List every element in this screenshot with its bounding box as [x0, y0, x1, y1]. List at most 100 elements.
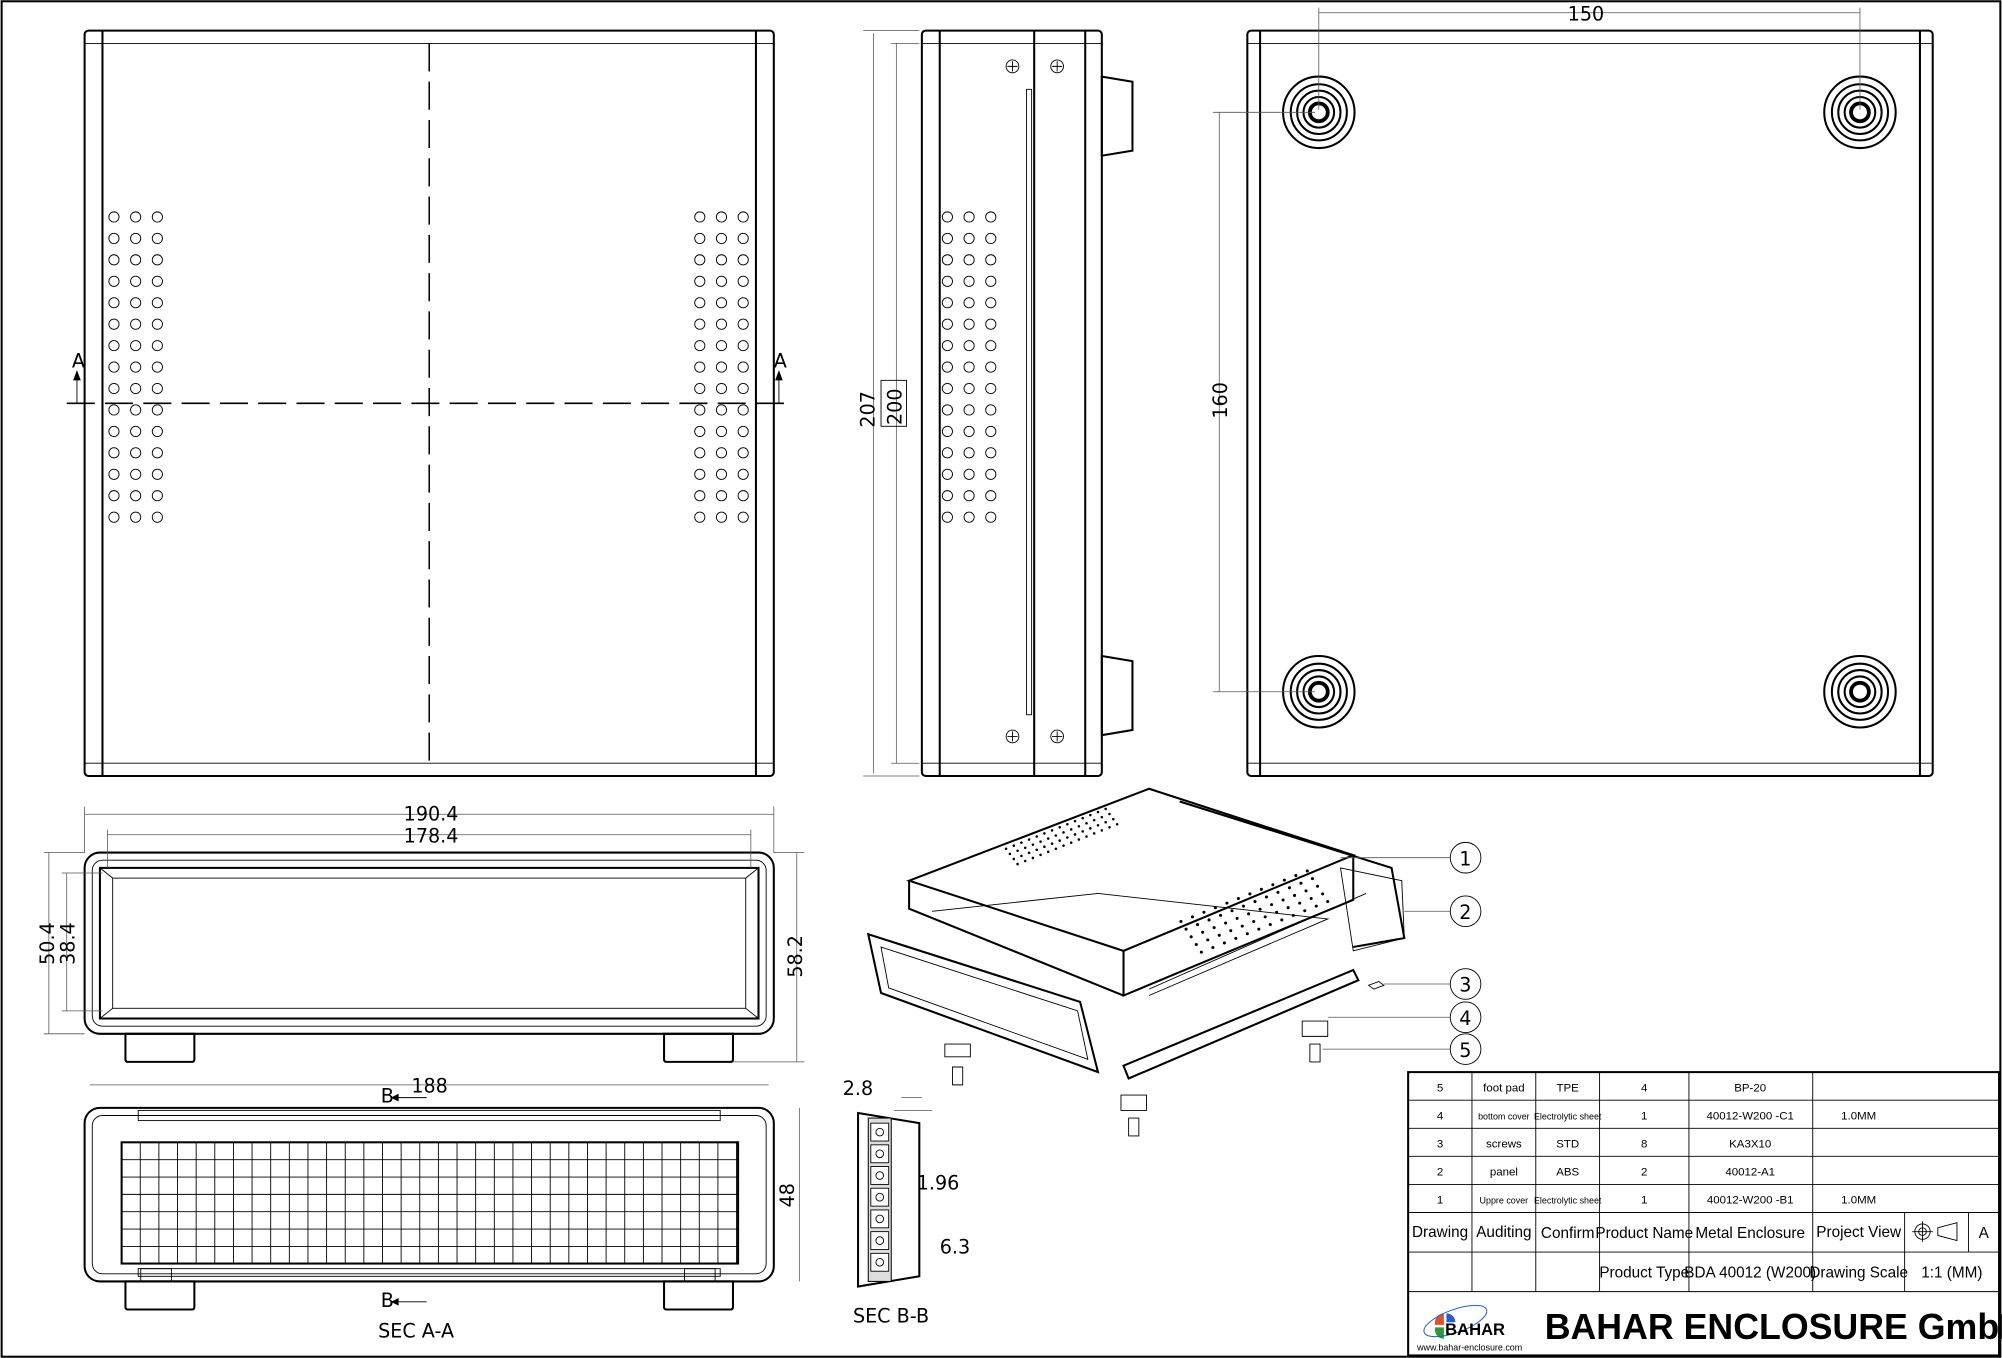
vent-hole: [941, 275, 953, 287]
vent-hole: [694, 490, 706, 502]
bom-cell-qty: 2: [1641, 1166, 1647, 1178]
vent-hole: [963, 340, 975, 352]
vent-hole: [715, 318, 728, 330]
product-name: Metal Enclosure: [1695, 1225, 1805, 1242]
vent-hole: [963, 232, 975, 244]
bom-cell-material: Electrolytic sheet: [1534, 1196, 1602, 1206]
bom-cell-name: bottom cover: [1478, 1111, 1530, 1121]
vent-hole: [151, 511, 163, 523]
bom-cell-name: panel: [1490, 1166, 1518, 1178]
vent-hole: [130, 232, 142, 244]
vent-hole: [941, 511, 953, 523]
vent-hole: [985, 468, 997, 480]
vent-hole: [151, 340, 163, 352]
vent-hole: [130, 425, 142, 437]
dim-48: 48: [776, 1183, 799, 1207]
vent-hole: [694, 297, 706, 309]
bom-cell-name: screws: [1486, 1138, 1522, 1150]
vent-hole: [737, 275, 749, 287]
vent-hole: [985, 275, 997, 287]
section-mark-right: A: [774, 350, 787, 373]
vent-hole: [130, 490, 142, 502]
section-b-b: 2.8 1.96 6.3 SEC B-B: [843, 1077, 970, 1327]
vent-holes-left: [108, 211, 163, 523]
dim-6-3: 6.3: [940, 1235, 970, 1258]
dim-2-8: 2.8: [843, 1077, 873, 1100]
vent-hole: [985, 404, 997, 416]
callout-5: 5: [1449, 1033, 1482, 1065]
vent-hole: [715, 447, 728, 459]
vent-hole: [694, 468, 706, 480]
vent-hole: [151, 361, 163, 373]
vent-hole: [963, 425, 975, 437]
vent-hole: [694, 447, 706, 459]
vent-hole: [941, 297, 953, 309]
svg-text:1: 1: [1459, 847, 1471, 870]
vent-hole: [108, 254, 120, 266]
vent-hole: [715, 275, 728, 287]
vent-hole: [963, 211, 975, 223]
product-name-label: Product Name: [1595, 1225, 1693, 1242]
vent-hole: [737, 361, 749, 373]
vent-hole: [715, 511, 728, 523]
drawing-scale: 1:1 (MM): [1921, 1265, 1982, 1282]
section-b-b-title: SEC B-B: [853, 1304, 929, 1327]
vent-holes-side: [941, 211, 997, 523]
vent-holes-right: [694, 211, 749, 523]
vent-hole: [130, 254, 142, 266]
vent-hole: [985, 297, 997, 309]
vent-hole: [108, 404, 120, 416]
vent-hole: [963, 318, 975, 330]
vent-hole: [941, 382, 953, 395]
section-a-a: 188 B B 48 SEC A-A: [83, 1075, 800, 1343]
vent-hole: [985, 254, 997, 266]
vent-hole: [941, 425, 953, 437]
vent-hole: [715, 382, 728, 395]
vent-hole: [737, 340, 749, 352]
product-type: BDA 40012 (W200): [1684, 1265, 1816, 1282]
dim-178-4: 178.4: [404, 824, 459, 847]
dim-1-96: 1.96: [917, 1172, 960, 1195]
foot-pad-icon: [1843, 675, 1877, 709]
vent-hole: [108, 425, 120, 437]
section-a-a-title: SEC A-A: [378, 1320, 454, 1343]
vent-hole: [737, 297, 749, 309]
drawing-scale-label: Drawing Scale: [1809, 1265, 1908, 1282]
vent-hole: [737, 318, 749, 330]
callout-1: 1: [1449, 841, 1482, 874]
vent-hole: [941, 211, 953, 223]
vent-hole: [130, 318, 142, 330]
dim-58-2: 58.2: [784, 935, 807, 978]
vent-hole: [941, 361, 953, 373]
company-name: BAHAR ENCLOSURE GmbH: [1545, 1307, 2002, 1347]
website: www.bahar-enclosure.com: [1416, 1342, 1522, 1352]
bom-cell-qty: 1: [1641, 1195, 1647, 1207]
bom-cell-no: 3: [1437, 1138, 1443, 1150]
vent-hole: [985, 232, 997, 244]
svg-text:5: 5: [1459, 1039, 1471, 1062]
dim-190-4: 190.4: [404, 803, 459, 826]
vent-hole: [694, 425, 706, 437]
vent-hole: [130, 468, 142, 480]
svg-text:BAHAR: BAHAR: [1445, 1320, 1505, 1339]
bom-cell-no: 5: [1437, 1082, 1443, 1094]
vent-hole: [985, 382, 997, 395]
vent-hole: [108, 511, 120, 523]
vent-hole: [151, 297, 163, 309]
vent-hole: [737, 211, 749, 223]
vent-hole: [963, 361, 975, 373]
bottom-view: 150 160: [1209, 2, 1934, 778]
bom-cell-note: 1.0MM: [1841, 1110, 1876, 1122]
auditing-label: Auditing: [1476, 1224, 1531, 1241]
vent-hole: [130, 361, 142, 373]
vent-hole: [108, 340, 120, 352]
vent-hole: [108, 361, 120, 373]
drawing-label: Drawing: [1412, 1224, 1468, 1241]
vent-hole: [694, 254, 706, 266]
screw-icons: [1005, 59, 1064, 744]
vent-hole: [985, 361, 997, 373]
section-mark-bottom: B: [381, 1289, 394, 1312]
vent-hole: [130, 297, 142, 309]
